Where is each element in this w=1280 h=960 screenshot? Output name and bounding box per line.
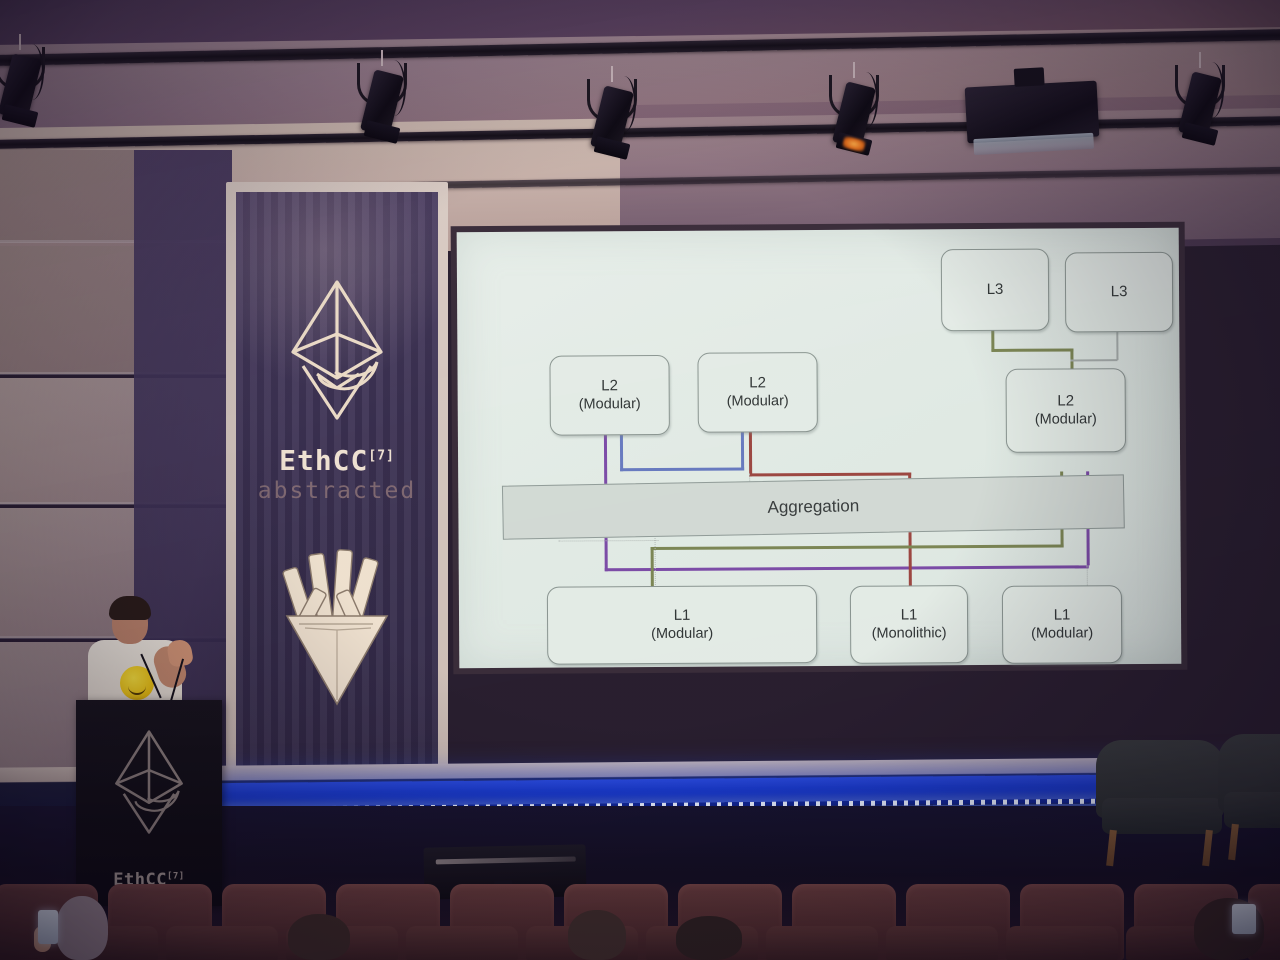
node-l1-left: L1 (Modular) <box>546 585 818 665</box>
audience-seat <box>166 926 278 960</box>
node-label: L3 <box>1110 282 1128 300</box>
audience-person-head <box>676 916 742 960</box>
aggregation-label: Aggregation <box>767 496 860 517</box>
node-l3-left: L3 <box>940 248 1050 332</box>
fries-cone-icon <box>269 532 405 715</box>
green-link-segment <box>650 547 654 592</box>
ethereum-diamond-icon <box>103 726 195 843</box>
node-l2-right: L2 (Modular) <box>1005 368 1127 453</box>
gray-l3-link-segment <box>1070 359 1118 362</box>
red-link-segment <box>748 430 753 477</box>
green-l3-link-segment <box>991 328 995 351</box>
speaker-podium: EthCC[7] <box>76 700 222 906</box>
audience-seat <box>886 926 998 960</box>
phone-screen <box>38 910 58 944</box>
red-link-segment <box>749 472 912 477</box>
node-l2-mid: L2 (Modular) <box>697 352 818 433</box>
node-l2-left: L2 (Modular) <box>549 354 670 436</box>
node-sublabel: (Modular) <box>1034 411 1097 428</box>
node-sublabel: (Modular) <box>1031 625 1094 643</box>
node-l1-mid: L1 (Monolithic) <box>849 585 969 664</box>
node-label: L1 <box>900 605 918 624</box>
node-l1-right: L1 (Modular) <box>1001 585 1123 664</box>
audience-person-head <box>288 914 350 960</box>
node-sublabel: (Monolithic) <box>871 625 947 642</box>
guide-line <box>558 539 659 542</box>
audience-seat <box>406 926 518 960</box>
node-sublabel: (Modular) <box>578 396 641 413</box>
blue-link-segment <box>619 431 624 472</box>
projection-screen: Aggregation L3 L3 L2 (Modular) L2 (Modu <box>456 227 1182 669</box>
purple-link-segment <box>604 565 1079 572</box>
node-label: L2 <box>601 376 619 394</box>
audience-seat-row-back <box>0 926 1280 960</box>
green-link-segment <box>650 544 1064 551</box>
audience-seat <box>766 926 878 960</box>
banner-tagline: abstracted <box>257 478 417 504</box>
podium-edition-superscript: [7] <box>166 871 185 882</box>
projection-screen-frame: Aggregation L3 L3 L2 (Modular) L2 (Modu <box>450 221 1188 675</box>
banner-wordmark: EthCC[7] <box>236 444 438 477</box>
node-label: L2 <box>1057 392 1075 410</box>
node-label: L3 <box>986 280 1004 298</box>
audience-person-head <box>56 896 108 960</box>
phone-screen <box>1232 904 1256 934</box>
slide-content: Aggregation L3 L3 L2 (Modular) L2 (Modu <box>457 228 1182 668</box>
node-sublabel: (Modular) <box>726 393 789 410</box>
node-l3-right: L3 <box>1064 251 1174 333</box>
gray-l3-link-segment <box>1116 328 1119 361</box>
ethcc-banner: EthCC[7] abstracted <box>236 192 438 768</box>
banner-edition-superscript: [7] <box>368 448 395 464</box>
speaker-person <box>84 596 195 714</box>
ethereum-diamond-icon <box>275 276 399 429</box>
node-sublabel: (Modular) <box>651 625 714 643</box>
node-label: L1 <box>1053 606 1071 624</box>
blue-link-segment <box>620 467 745 472</box>
blue-link-segment <box>740 430 745 471</box>
audience-seat <box>1006 926 1118 960</box>
stage-fresnel-fixture-icon <box>964 67 1100 156</box>
audience-person-head <box>568 910 626 960</box>
green-l3-link-segment <box>991 348 1074 352</box>
aggregation-layer: Aggregation <box>501 474 1125 540</box>
node-label: L1 <box>673 606 691 624</box>
node-label: L2 <box>749 373 766 391</box>
banner-wordmark-text: EthCC <box>279 444 369 477</box>
